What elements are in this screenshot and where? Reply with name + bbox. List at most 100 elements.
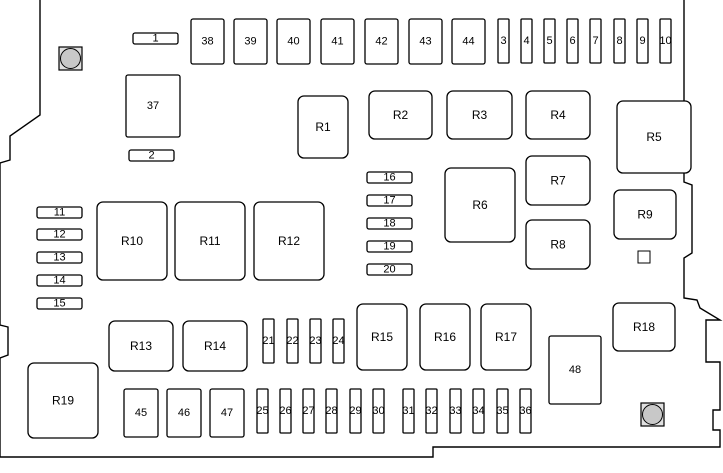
fuse-label-22: 22 xyxy=(286,335,298,347)
fuse-label-14: 14 xyxy=(53,275,65,287)
fuse-label-41: 41 xyxy=(331,36,343,48)
relay-r15 xyxy=(356,303,408,371)
fuse-28 xyxy=(325,388,338,434)
fuse-45 xyxy=(123,388,159,438)
fuse-label-31: 31 xyxy=(402,405,414,417)
fuse-15 xyxy=(36,297,83,310)
fuse-label-44: 44 xyxy=(462,36,474,48)
fuse-1 xyxy=(132,32,179,45)
fuse-label-42: 42 xyxy=(375,36,387,48)
relay-label-r1: R1 xyxy=(315,120,331,134)
fuse-label-2: 2 xyxy=(148,150,154,162)
fuse-label-27: 27 xyxy=(302,405,314,417)
fuse-label-33: 33 xyxy=(449,405,461,417)
relay-r11 xyxy=(174,201,246,281)
relay-r4 xyxy=(525,90,591,140)
fuse-36 xyxy=(519,388,532,434)
fuse-label-43: 43 xyxy=(419,36,431,48)
fuse-label-32: 32 xyxy=(425,405,437,417)
fuse-29 xyxy=(349,388,362,434)
fuse-label-13: 13 xyxy=(53,252,65,264)
fuse-25 xyxy=(256,388,269,434)
relay-label-r12: R12 xyxy=(278,234,300,248)
relay-label-r9: R9 xyxy=(637,208,653,222)
fuse-7 xyxy=(589,18,602,64)
fuse-label-25: 25 xyxy=(256,405,268,417)
fuse-23 xyxy=(309,318,322,364)
relay-label-r11: R11 xyxy=(199,234,220,248)
fuse-32 xyxy=(425,388,438,434)
fuse-40 xyxy=(276,18,311,65)
fuse-label-37: 37 xyxy=(147,100,159,112)
fuse-18 xyxy=(366,217,413,230)
relay-r9 xyxy=(613,189,677,240)
fuse-5 xyxy=(543,18,556,64)
fuse-label-46: 46 xyxy=(178,407,190,419)
fuse-11 xyxy=(36,206,83,219)
relay-r8 xyxy=(525,219,591,270)
fuse-39 xyxy=(233,18,268,65)
fuse-label-5: 5 xyxy=(546,35,552,47)
fuse-47 xyxy=(209,388,245,438)
fuse-26 xyxy=(279,388,292,434)
relay-label-r10: R10 xyxy=(121,234,143,248)
fuse-label-8: 8 xyxy=(616,35,622,47)
fuse-label-9: 9 xyxy=(639,35,645,47)
relay-label-r6: R6 xyxy=(472,198,488,212)
relay-r7 xyxy=(525,155,591,206)
relay-r14 xyxy=(182,320,248,372)
fuse-label-1: 1 xyxy=(152,33,158,45)
fuse-33 xyxy=(449,388,462,434)
fuse-label-7: 7 xyxy=(592,35,598,47)
relay-r17 xyxy=(480,303,532,371)
fuse-label-39: 39 xyxy=(244,36,256,48)
relay-r13 xyxy=(108,320,174,372)
relay-r1 xyxy=(297,95,349,159)
fuse-16 xyxy=(366,171,413,184)
fuse-label-20: 20 xyxy=(383,264,395,276)
relay-r10 xyxy=(96,201,168,281)
fuse-31 xyxy=(402,388,415,434)
fuse-24 xyxy=(332,318,345,364)
relay-label-r4: R4 xyxy=(550,108,566,122)
fuse-label-28: 28 xyxy=(325,405,337,417)
fuse-3 xyxy=(497,18,510,64)
fuse-20 xyxy=(366,263,413,276)
fuse-label-15: 15 xyxy=(53,298,65,310)
fuse-21 xyxy=(262,318,275,364)
fuse-label-11: 11 xyxy=(54,207,65,219)
fuse-label-18: 18 xyxy=(383,218,395,230)
relay-r12 xyxy=(253,201,325,281)
fuse-12 xyxy=(36,228,83,241)
fuse-42 xyxy=(364,18,399,65)
fuse-4 xyxy=(520,18,533,64)
fuse-label-10: 10 xyxy=(659,35,671,47)
relay-label-r13: R13 xyxy=(130,339,152,353)
fuse-label-6: 6 xyxy=(569,35,575,47)
fuse-14 xyxy=(36,274,83,287)
fuse-box-outline xyxy=(0,0,723,458)
fuse-27 xyxy=(302,388,315,434)
fuse-label-17: 17 xyxy=(383,195,395,207)
terminal-circle-top-left-inner xyxy=(60,48,81,69)
fuse-30 xyxy=(372,388,385,434)
fuse-46 xyxy=(166,388,202,438)
relay-label-r14: R14 xyxy=(204,339,226,353)
relay-r18 xyxy=(612,302,676,352)
fuse-43 xyxy=(408,18,443,65)
fuse-13 xyxy=(36,251,83,264)
fuse-label-24: 24 xyxy=(332,335,344,347)
fuse-label-16: 16 xyxy=(383,172,395,184)
fuse-label-35: 35 xyxy=(496,405,508,417)
fuse-label-30: 30 xyxy=(372,405,384,417)
fuse-label-45: 45 xyxy=(135,407,147,419)
fuse-35 xyxy=(496,388,509,434)
relay-label-r16: R16 xyxy=(434,330,456,344)
fuse-label-23: 23 xyxy=(309,335,321,347)
fuse-label-34: 34 xyxy=(472,405,484,417)
fuse-2 xyxy=(128,149,175,162)
fuse-38 xyxy=(190,18,225,65)
relay-r19 xyxy=(27,362,99,439)
small-terminal-square xyxy=(637,250,651,264)
